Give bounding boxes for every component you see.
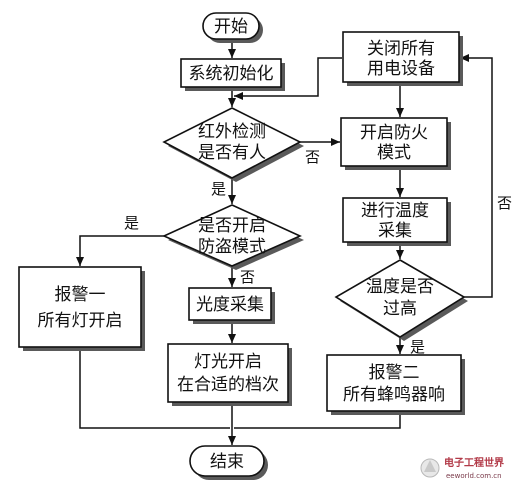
ir-yes-label: 是	[211, 180, 226, 198]
theft-yes-label: 是	[124, 214, 139, 232]
edge-close-to-ir	[234, 57, 342, 100]
alarm2-line2: 所有蜂鸣器响	[343, 385, 445, 405]
temp-collect-node: 进行温度 采集	[342, 197, 451, 246]
watermark-logo: 电子工程世界 eeworld.com.cn	[420, 456, 504, 480]
temp-collect-line2: 采集	[378, 221, 412, 241]
lights-on-line2: 在合适的档次	[177, 375, 279, 395]
ir-detect-line2: 是否有人	[198, 143, 266, 163]
temp-no-label: 否	[497, 194, 512, 212]
alarm2-line1: 报警二	[369, 363, 420, 383]
lights-on-node: 灯光开启 在合适的档次	[167, 343, 292, 406]
fire-mode-node: 开启防火 模式	[340, 117, 451, 170]
temp-yes-label: 是	[410, 338, 425, 356]
temp-high-decision: 温度是否 过高	[334, 259, 468, 341]
alarm2-node: 报警二 所有蜂鸣器响	[326, 354, 465, 415]
alarm1-line1: 报警一	[55, 285, 106, 305]
ir-no-label: 否	[305, 148, 320, 166]
end-node: 结束	[189, 445, 268, 480]
start-node: 开始	[202, 12, 263, 43]
fire-mode-line1: 开启防火	[360, 123, 428, 143]
theft-no-label: 否	[240, 268, 255, 286]
ir-detect-decision: 红外检测 是否有人	[162, 107, 304, 182]
theft-line2: 防盗模式	[198, 237, 266, 257]
theft-line1: 是否开启	[198, 216, 266, 236]
light-collect-node: 光度采集	[188, 287, 275, 324]
alarm1-node: 报警一 所有灯开启	[18, 266, 145, 351]
init-label: 系统初始化	[189, 64, 274, 84]
close-all-line1: 关闭所有	[367, 39, 435, 59]
ir-detect-line1: 红外检测	[198, 122, 266, 142]
edge-alarm2-end	[234, 412, 401, 429]
temp-high-line2: 过高	[383, 299, 417, 319]
watermark-title: 电子工程世界	[444, 456, 504, 469]
watermark-url: eeworld.com.cn	[446, 472, 502, 480]
edge-theft-alarm1	[76, 235, 168, 266]
edge-temp-no-close	[460, 54, 493, 298]
end-label: 结束	[210, 452, 244, 472]
start-label: 开始	[214, 17, 248, 37]
light-collect-label: 光度采集	[196, 295, 264, 315]
close-all-line2: 用电设备	[367, 59, 435, 79]
init-node: 系统初始化	[180, 58, 285, 91]
edge-alarm1-end	[79, 348, 230, 429]
alarm1-line2: 所有灯开启	[38, 311, 123, 331]
temp-high-line1: 温度是否	[366, 277, 434, 297]
fire-mode-line2: 模式	[377, 143, 411, 163]
theft-mode-decision: 是否开启 防盗模式	[162, 204, 304, 270]
lights-on-line1: 灯光开启	[194, 352, 262, 372]
temp-collect-line1: 进行温度	[361, 201, 429, 221]
close-all-node: 关闭所有 用电设备	[342, 31, 463, 86]
